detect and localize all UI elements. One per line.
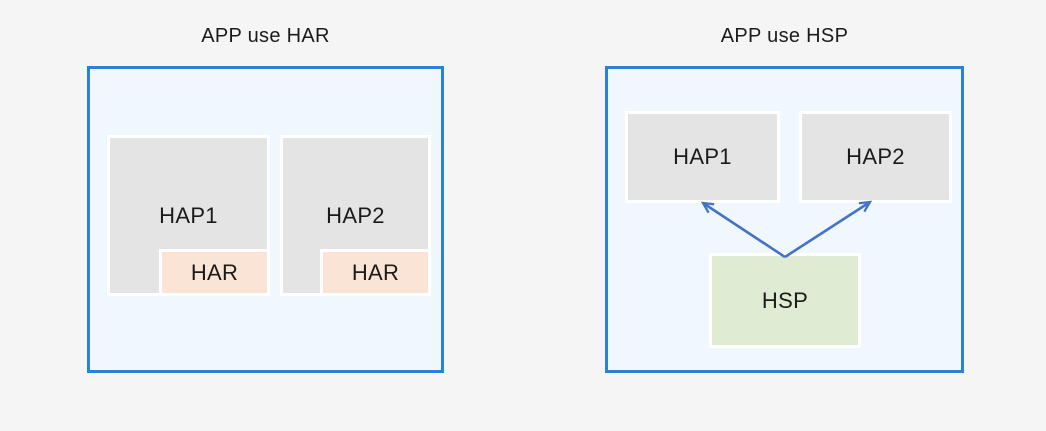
figure-app-use-hsp: APP use HSP HAP1 HAP2 HSP: [605, 22, 964, 373]
hap1-box: HAP1 HAR: [107, 135, 270, 296]
hsp-hap1-label: HAP1: [673, 144, 732, 169]
arrow-hsp-to-hap2: [784, 200, 873, 259]
hsp-box: HSP: [709, 253, 861, 348]
hap2-har-box: HAR: [320, 249, 431, 296]
hap2-har-label: HAR: [351, 259, 400, 285]
app-boundary-har: HAP1 HAR HAP2 HAR: [87, 66, 444, 373]
hap1-har-box: HAR: [159, 249, 270, 296]
arrow-hsp-to-hap1: [700, 201, 786, 259]
figure-title-hsp: APP use HSP: [720, 25, 849, 47]
app-boundary-hsp: HAP1 HAP2 HSP: [605, 66, 964, 373]
hap1-label: HAP1: [159, 202, 218, 228]
hsp-hap2-box: HAP2: [799, 111, 952, 203]
hsp-hap2-label: HAP2: [846, 144, 905, 169]
hap1-har-label: HAR: [190, 259, 239, 285]
hap2-label: HAP2: [326, 202, 385, 228]
figure-app-use-har: APP use HAR HAP1 HAR HAP2 HAR: [87, 22, 444, 373]
hsp-label: HSP: [761, 287, 809, 313]
figure-title-har: APP use HAR: [201, 25, 330, 47]
hap2-box: HAP2 HAR: [280, 135, 431, 296]
hsp-hap1-box: HAP1: [625, 111, 780, 203]
